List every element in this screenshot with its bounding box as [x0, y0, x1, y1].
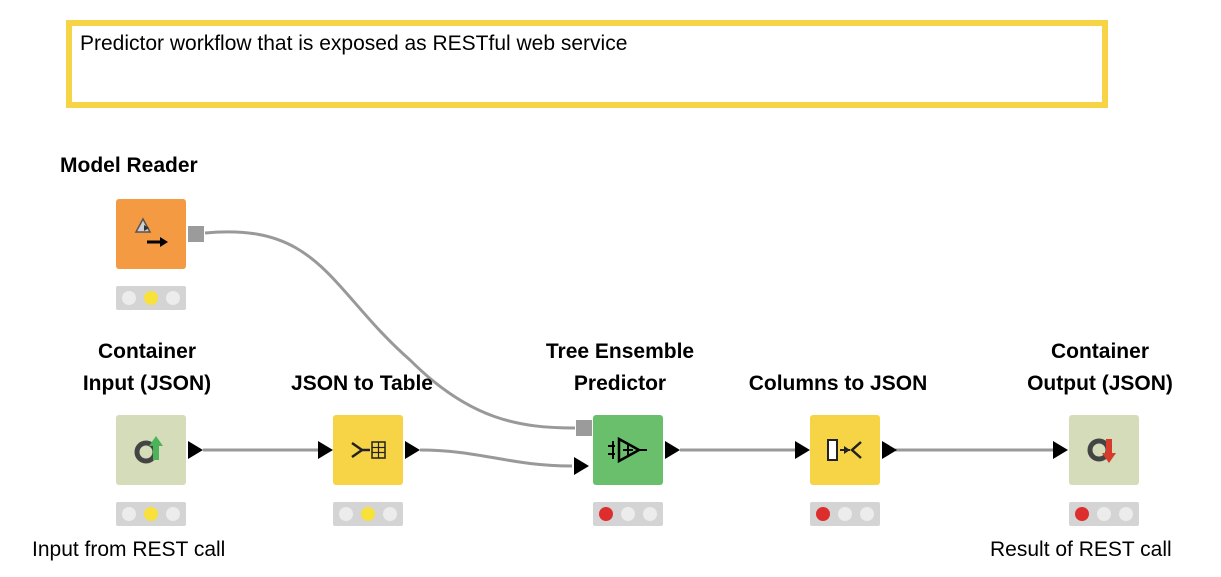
node-model-reader[interactable]: [116, 199, 186, 269]
container-output-icon: [1087, 438, 1116, 463]
data-output-port[interactable]: [882, 441, 897, 459]
status-dot-yellow: [361, 507, 375, 521]
title-line: Predictor: [573, 372, 667, 395]
connection-json-table-to-predictor[interactable]: [419, 448, 573, 468]
status-tree-ensemble-predictor: [593, 502, 663, 526]
model-reader-icon: [134, 217, 168, 247]
status-dot-red: [599, 507, 613, 521]
node-columns-to-json[interactable]: [810, 415, 880, 485]
node-caption-container-input[interactable]: Input from REST call: [32, 538, 226, 561]
title-line: Container: [97, 340, 196, 363]
node-container-input[interactable]: [116, 415, 186, 485]
title-line: Container: [1050, 340, 1149, 363]
workflow-annotation[interactable]: Predictor workflow that is exposed as RE…: [66, 20, 1108, 108]
status-dot-green: [383, 507, 397, 521]
node-json-to-table[interactable]: [333, 415, 403, 485]
status-dot-red: [122, 507, 136, 521]
status-dot-green: [166, 291, 180, 305]
node-title-columns-to-json[interactable]: Columns to JSON: [748, 372, 928, 395]
status-dot-yellow: [621, 507, 635, 521]
data-input-port[interactable]: [574, 457, 589, 475]
node-title-container-output[interactable]: Container Output (JSON): [1002, 336, 1198, 400]
status-container-input: [116, 502, 186, 526]
model-output-port[interactable]: [188, 226, 204, 242]
container-input-icon: [134, 436, 163, 464]
data-input-port[interactable]: [1053, 441, 1068, 459]
data-output-port[interactable]: [188, 441, 203, 459]
json-to-table-icon: [351, 441, 386, 459]
status-dot-green: [860, 507, 874, 521]
status-json-to-table: [333, 502, 403, 526]
status-dot-yellow: [144, 291, 158, 305]
status-dot-yellow: [838, 507, 852, 521]
status-dot-green: [166, 507, 180, 521]
data-output-port[interactable]: [405, 441, 420, 459]
node-container-output[interactable]: [1069, 415, 1139, 485]
data-input-port[interactable]: [318, 441, 333, 459]
node-caption-container-output[interactable]: Result of REST call: [990, 538, 1172, 561]
status-columns-to-json: [810, 502, 880, 526]
status-container-output: [1069, 502, 1139, 526]
status-dot-green: [643, 507, 657, 521]
node-title-json-to-table[interactable]: JSON to Table: [291, 372, 433, 395]
model-input-port[interactable]: [576, 420, 592, 436]
node-tree-ensemble-predictor[interactable]: [593, 415, 663, 485]
status-dot-red: [816, 507, 830, 521]
status-dot-red: [1075, 507, 1089, 521]
connection-reader-to-predictor[interactable]: [204, 230, 576, 430]
node-title-container-input[interactable]: Container Input (JSON): [52, 336, 242, 400]
title-line: Output (JSON): [1027, 372, 1173, 395]
node-title-model-reader[interactable]: Model Reader: [60, 154, 198, 177]
columns-to-json-icon: [827, 439, 862, 461]
data-input-port[interactable]: [795, 441, 810, 459]
status-dot-red: [122, 291, 136, 305]
status-dot-yellow: [1097, 507, 1111, 521]
status-dot-red: [339, 507, 353, 521]
title-line: Tree Ensemble: [545, 340, 695, 363]
status-dot-green: [1119, 507, 1133, 521]
title-line: Input (JSON): [82, 372, 212, 395]
status-model-reader: [116, 286, 186, 310]
data-output-port[interactable]: [665, 441, 680, 459]
status-dot-yellow: [144, 507, 158, 521]
predictor-icon: [608, 436, 647, 464]
node-title-tree-ensemble-predictor[interactable]: Tree Ensemble Predictor: [515, 336, 725, 400]
annotation-text: Predictor workflow that is exposed as RE…: [80, 32, 628, 55]
